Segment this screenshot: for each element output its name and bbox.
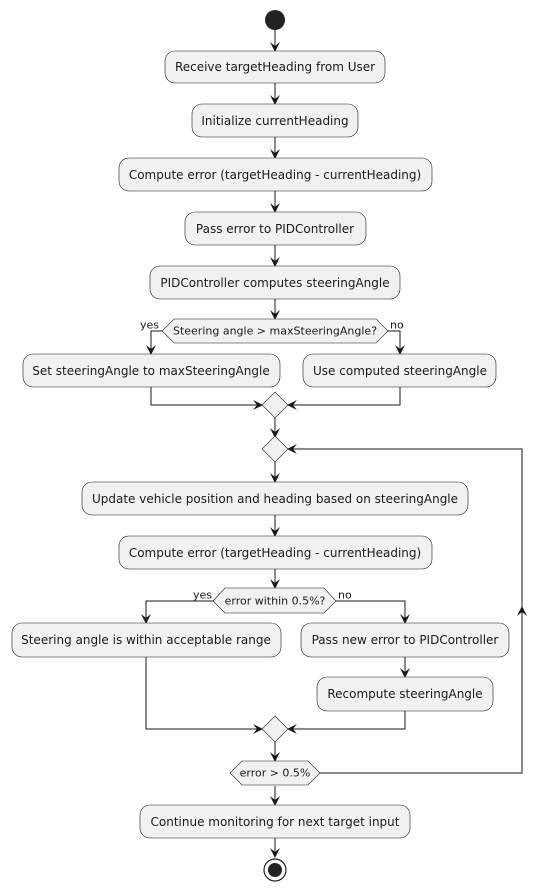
decision-label: error within 0.5%? (225, 595, 326, 608)
action-compute-error-2: Compute error (targetHeading - currentHe… (118, 535, 433, 570)
action-set-max: Set steeringAngle to maxSteeringAngle (22, 353, 281, 388)
action-label: Receive targetHeading from User (175, 60, 375, 74)
action-label: Compute error (targetHeading - currentHe… (129, 168, 421, 182)
branch-label-yes: yes (193, 589, 212, 602)
action-compute-error-1: Compute error (targetHeading - currentHe… (118, 157, 433, 192)
decision-loop-condition: error > 0.5% (229, 760, 321, 786)
action-use-computed: Use computed steeringAngle (302, 353, 497, 388)
action-label: Update vehicle position and heading base… (92, 492, 458, 506)
action-label: Set steeringAngle to maxSteeringAngle (32, 364, 269, 378)
decision-label: error > 0.5% (240, 767, 311, 780)
action-label: Pass new error to PIDController (312, 633, 499, 647)
merge-node (261, 715, 289, 743)
action-label: Compute error (targetHeading - currentHe… (129, 546, 421, 560)
decision-label: Steering angle > maxSteeringAngle? (173, 325, 377, 338)
loop-start-node (261, 435, 289, 463)
action-receive-target: Receive targetHeading from User (164, 50, 386, 84)
action-update-vehicle: Update vehicle position and heading base… (81, 481, 469, 516)
action-continue-monitoring: Continue monitoring for next target inpu… (139, 804, 411, 839)
action-label: Initialize currentHeading (201, 114, 348, 128)
action-label: Pass error to PIDController (196, 222, 354, 236)
action-label: Continue monitoring for next target inpu… (151, 815, 400, 829)
action-label: PIDController computes steeringAngle (160, 276, 389, 290)
branch-label-yes: yes (140, 319, 159, 332)
action-within-range: Steering angle is within acceptable rang… (11, 622, 282, 658)
decision-steering-check: Steering angle > maxSteeringAngle? (161, 318, 389, 344)
action-init-heading: Initialize currentHeading (191, 103, 359, 138)
end-node (263, 858, 287, 882)
action-pass-new-error: Pass new error to PIDController (300, 622, 510, 658)
action-recompute: Recompute steeringAngle (316, 676, 494, 712)
action-pass-error: Pass error to PIDController (184, 211, 367, 246)
edges (141, 30, 527, 858)
action-label: Recompute steeringAngle (327, 687, 482, 701)
action-pid-compute: PIDController computes steeringAngle (149, 265, 401, 300)
action-label: Steering angle is within acceptable rang… (21, 633, 271, 647)
branch-label-no: no (338, 589, 352, 602)
decision-error-check: error within 0.5%? (212, 587, 337, 614)
start-node (265, 10, 285, 30)
action-label: Use computed steeringAngle (313, 364, 487, 378)
branch-label-no: no (390, 319, 404, 332)
merge-node (261, 391, 289, 419)
